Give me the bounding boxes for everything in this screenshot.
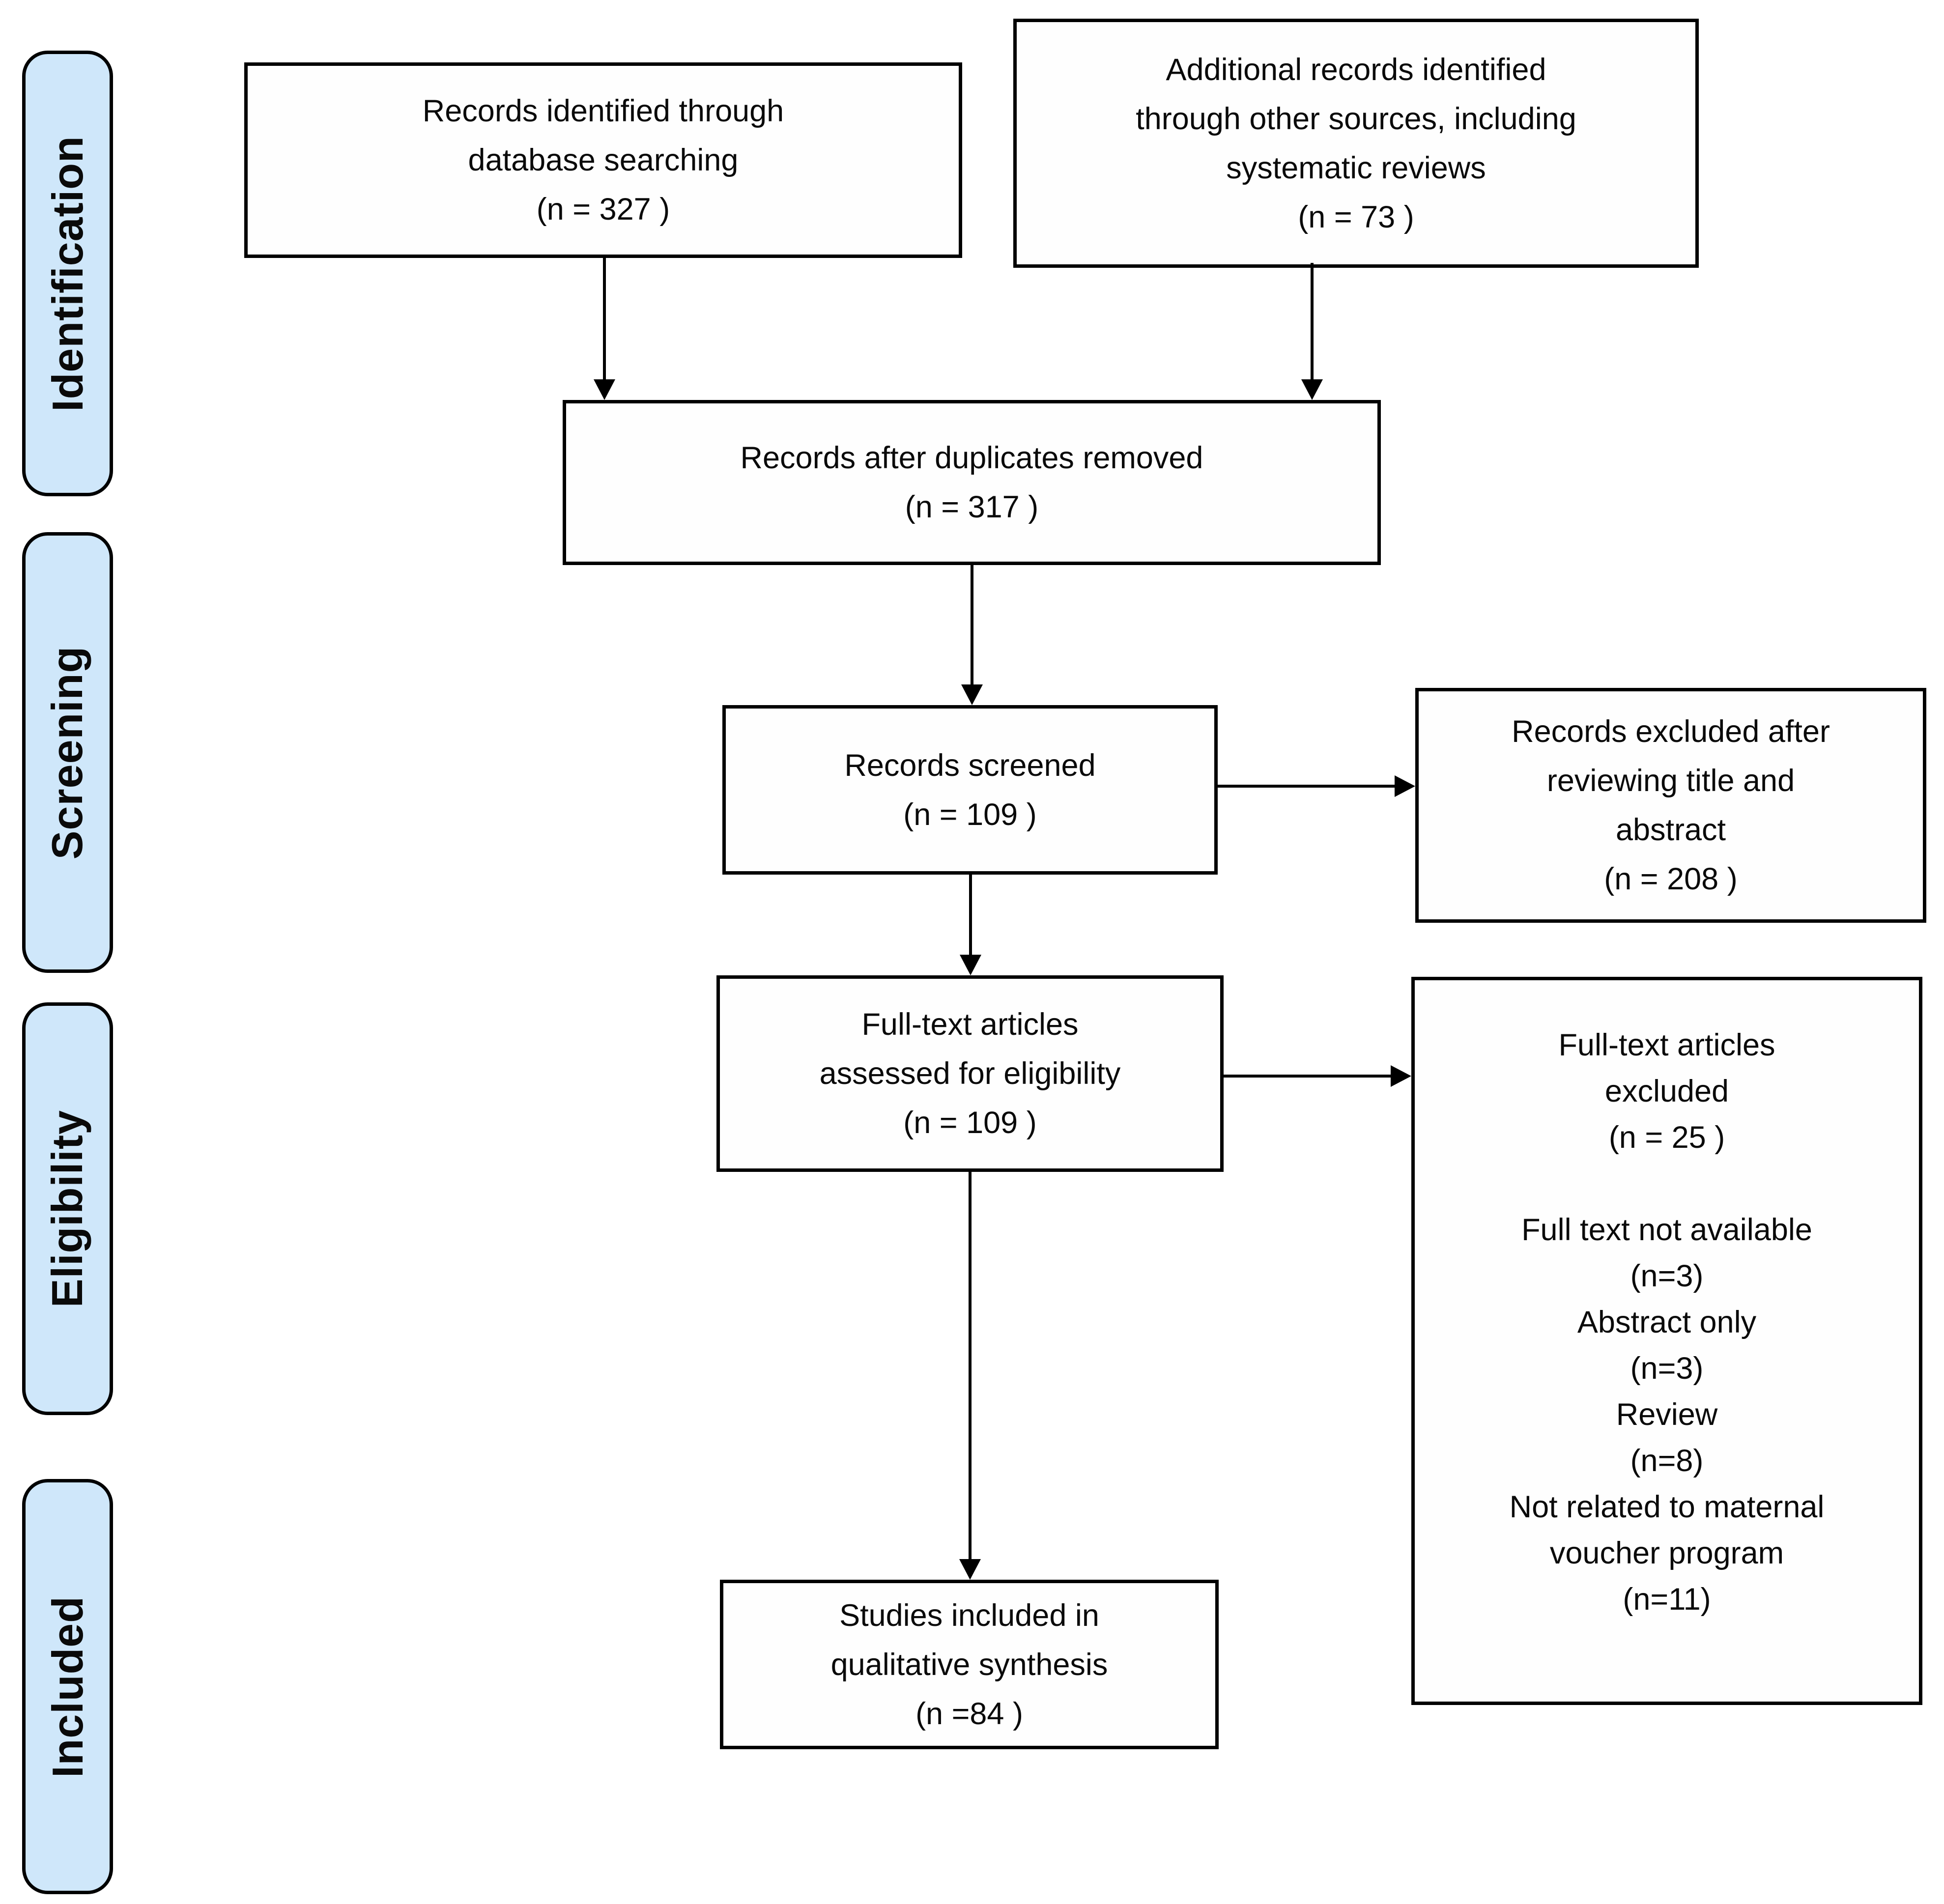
arrow-shaft: [969, 875, 972, 961]
stage-eligibility-label: Eligibility: [43, 1109, 92, 1308]
arrowhead-down-icon: [960, 955, 981, 975]
box-records-excluded-text: Records excluded after reviewing title a…: [1512, 714, 1830, 896]
stage-screening: Screening: [22, 532, 113, 973]
arrow-dedup-to-screened: [961, 565, 983, 705]
box-fulltext-assessed-text: Full-text articles assessed for eligibil…: [819, 1007, 1121, 1140]
box-records-screened-text: Records screened (n = 109 ): [844, 748, 1096, 832]
arrow-shaft: [1224, 1075, 1397, 1078]
box-studies-included-text: Studies included in qualitative synthesi…: [830, 1598, 1108, 1731]
stage-identification-label: Identification: [43, 135, 92, 412]
arrow-shaft: [969, 1172, 972, 1565]
arrowhead-right-icon: [1395, 775, 1415, 797]
arrow-shaft: [1218, 785, 1401, 788]
box-additional-records-text: Additional records identified through ot…: [1136, 52, 1576, 234]
box-duplicates-removed-text: Records after duplicates removed (n = 31…: [740, 441, 1203, 524]
box-records-identified-text: Records identified through database sear…: [422, 94, 784, 227]
box-additional-records: Additional records identified through ot…: [1013, 19, 1699, 268]
stage-identification: Identification: [22, 51, 113, 496]
box-records-excluded: Records excluded after reviewing title a…: [1415, 688, 1926, 923]
stage-included: Included: [22, 1479, 113, 1894]
stage-eligibility: Eligibility: [22, 1002, 113, 1415]
stage-included-label: Included: [43, 1595, 92, 1778]
box-fulltext-assessed: Full-text articles assessed for eligibil…: [716, 975, 1224, 1172]
stage-screening-label: Screening: [43, 646, 92, 859]
box-records-identified: Records identified through database sear…: [244, 62, 962, 258]
arrow-identified-to-dedup: [594, 258, 615, 400]
arrowhead-down-icon: [961, 684, 983, 705]
box-records-screened: Records screened (n = 109 ): [722, 705, 1218, 875]
arrow-additional-to-dedup: [1301, 263, 1323, 400]
arrow-screened-to-excluded: [1218, 775, 1415, 797]
arrow-fulltext-to-excluded: [1224, 1065, 1411, 1087]
arrowhead-down-icon: [1301, 379, 1323, 400]
arrow-shaft: [971, 565, 973, 690]
box-fulltext-excluded: Full-text articles excluded (n = 25 ) Fu…: [1411, 977, 1922, 1705]
arrowhead-right-icon: [1391, 1065, 1411, 1087]
box-studies-included: Studies included in qualitative synthesi…: [720, 1580, 1219, 1749]
arrow-shaft: [1311, 263, 1314, 385]
arrow-screened-to-fulltext: [960, 875, 981, 975]
box-duplicates-removed: Records after duplicates removed (n = 31…: [563, 400, 1381, 565]
arrowhead-down-icon: [594, 379, 615, 400]
arrowhead-down-icon: [959, 1559, 981, 1580]
arrow-shaft: [603, 258, 606, 385]
box-fulltext-excluded-text: Full-text articles excluded (n = 25 ) Fu…: [1509, 1028, 1825, 1617]
arrow-fulltext-to-included: [959, 1172, 981, 1580]
